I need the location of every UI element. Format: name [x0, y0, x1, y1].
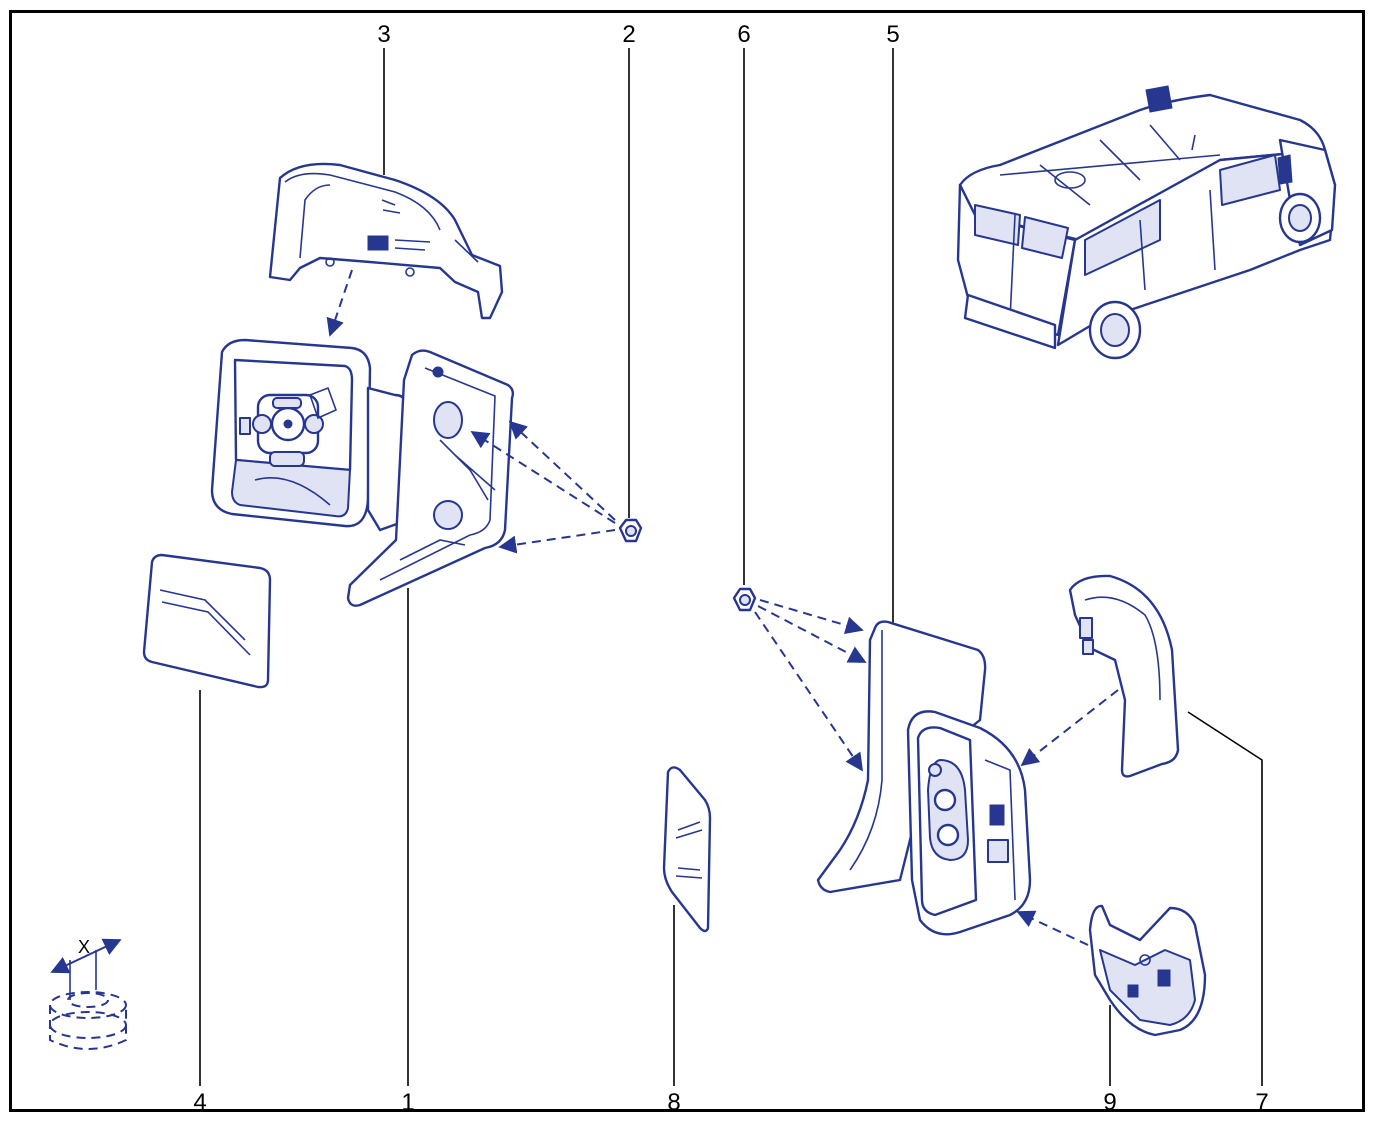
callout-8: 8 [667, 1089, 680, 1116]
part-8-mirror-glass [662, 766, 712, 933]
van-locator-illustration [956, 85, 1337, 360]
part-2-nut [618, 518, 643, 543]
part-6-nut [732, 587, 757, 612]
callout-numbers: 3 2 6 5 4 1 8 9 7 [193, 21, 1268, 1116]
part-4-mirror-glass [142, 553, 272, 689]
callout-3: 3 [377, 21, 390, 48]
part-9-lower-cover [1088, 904, 1207, 1037]
nut-dimension-symbol: X [49, 937, 127, 1050]
part-7-mirror-cover [1068, 574, 1180, 778]
leader-lines [199, 48, 1263, 1086]
callout-7: 7 [1255, 1089, 1268, 1116]
part-3-mirror-cover [268, 162, 504, 320]
part-1-mirror-housing [210, 338, 515, 607]
assembly-arrows-6 [754, 599, 867, 772]
callout-2: 2 [622, 21, 635, 48]
callout-4: 4 [193, 1089, 206, 1116]
callout-5: 5 [886, 21, 899, 48]
assembly-arrow-9 [1016, 910, 1089, 946]
callout-6: 6 [737, 21, 750, 48]
assembly-arrows-2 [470, 420, 616, 554]
callout-9: 9 [1103, 1089, 1116, 1116]
leader-7 [1187, 711, 1263, 1086]
part-5-mirror-assembly [816, 620, 1032, 936]
assembly-arrow-7 [1020, 689, 1119, 767]
callout-1: 1 [401, 1089, 414, 1116]
assembly-arrow-3 [326, 269, 353, 337]
dimension-x-label: X [78, 937, 90, 957]
